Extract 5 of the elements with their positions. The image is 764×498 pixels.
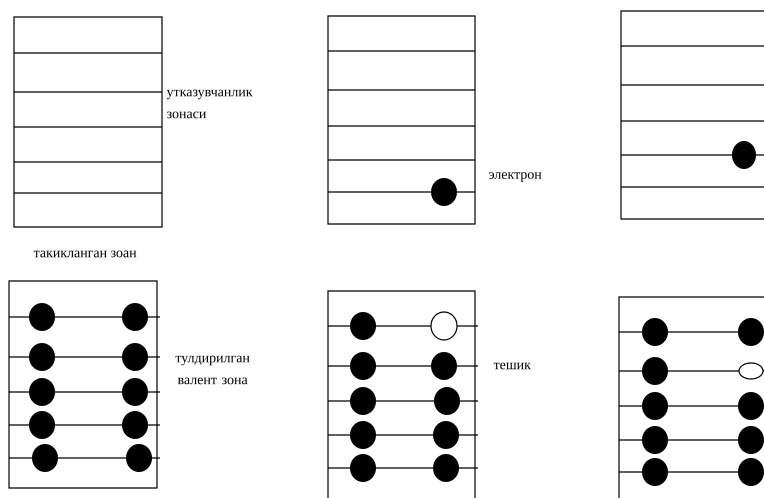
text-label: тулдирилган валент зона [176,356,250,384]
text-label: такикланган зоан [34,250,136,258]
text-label: электрон [489,172,542,182]
text-label: тешик [494,362,531,370]
text-label: утказувчанлик зонаси [166,90,253,118]
